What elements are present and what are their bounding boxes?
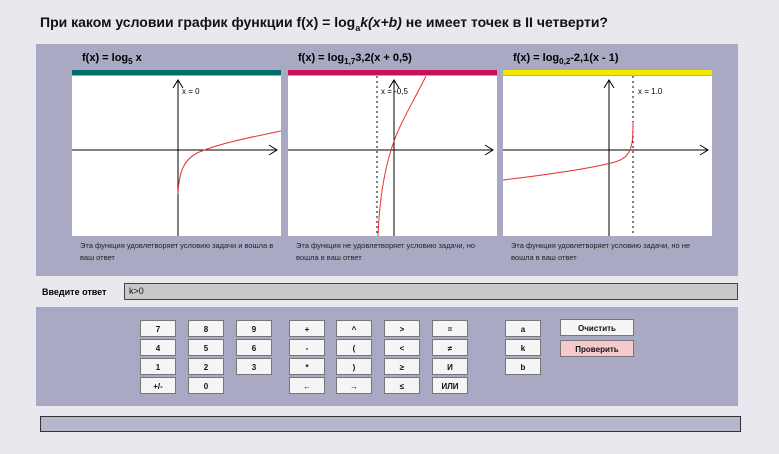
- graph-3-title-suffix: -2,1(x - 1): [570, 52, 619, 64]
- answer-input[interactable]: [124, 283, 738, 300]
- graph-3-plot: x = 1.0: [503, 76, 712, 236]
- graph-1-asymptote-label: x = 0: [182, 87, 200, 96]
- key-greater-equal-button[interactable]: ≥: [384, 358, 420, 375]
- key-left-arrow-button[interactable]: ←: [289, 377, 325, 394]
- graph-1-plot: x = 0: [72, 76, 281, 236]
- graph-3-asymptote-label: x = 1.0: [638, 87, 663, 96]
- graphs-panel: f(x) = log5 x x = 0 Эта функция удовлетв…: [36, 44, 738, 276]
- answer-label: Введите ответ: [42, 287, 107, 297]
- key-plus-button[interactable]: +: [289, 320, 325, 337]
- graph-2-plot: x = -0,5: [288, 76, 497, 236]
- graph-1-title-sub: 5: [128, 57, 133, 67]
- graph-3-svg: [503, 76, 709, 236]
- graph-2-color-bar: [288, 70, 497, 75]
- graph-2-title-suffix: 3,2(x + 0,5): [355, 52, 412, 64]
- key-plus-minus-button[interactable]: +/-: [140, 377, 176, 394]
- answer-row: Введите ответ: [36, 283, 738, 303]
- key-multiply-button[interactable]: *: [289, 358, 325, 375]
- key-k-button[interactable]: k: [505, 339, 541, 356]
- graph-3-title-sub: 0,2: [559, 57, 571, 67]
- status-bar: [40, 416, 741, 432]
- graph-3-curve: [503, 121, 634, 181]
- graph-3-color-bar: [503, 70, 712, 75]
- question-text-suffix: не имеет точек в II четверти?: [401, 14, 608, 30]
- key-a-button[interactable]: a: [505, 320, 541, 337]
- key-0-button[interactable]: 0: [188, 377, 224, 394]
- graph-2-asymptote-label: x = -0,5: [381, 87, 408, 96]
- question-text-sub: a: [355, 22, 361, 33]
- key-or-button[interactable]: ИЛИ: [432, 377, 468, 394]
- graph-1-caption: Эта функция удовлетворяет условию задачи…: [80, 241, 274, 262]
- key-open-paren-button[interactable]: (: [336, 339, 372, 356]
- key-4-button[interactable]: 4: [140, 339, 176, 356]
- key-less-button[interactable]: <: [384, 339, 420, 356]
- graph-1-x-arrow-icon: [268, 144, 278, 156]
- graph-1-title-suffix: x: [132, 52, 142, 64]
- graph-2-title: f(x) = log1,73,2(x + 0,5): [298, 52, 412, 66]
- graph-3-title: f(x) = log0,2-2,1(x - 1): [513, 52, 619, 66]
- key-8-button[interactable]: 8: [188, 320, 224, 337]
- graph-2-caption: Эта функция не удовлетворяет условию зад…: [296, 241, 476, 262]
- key-greater-button[interactable]: >: [384, 320, 420, 337]
- key-close-paren-button[interactable]: ): [336, 358, 372, 375]
- key-1-button[interactable]: 1: [140, 358, 176, 375]
- graph-2-curve: [377, 76, 427, 236]
- key-3-button[interactable]: 3: [236, 358, 272, 375]
- key-7-button[interactable]: 7: [140, 320, 176, 337]
- graph-2-title-prefix: f(x) = log: [298, 52, 345, 64]
- graph-1-svg: [72, 79, 281, 236]
- graph-3-title-prefix: f(x) = log: [513, 52, 560, 64]
- check-button[interactable]: Проверить: [560, 340, 634, 357]
- key-power-button[interactable]: ^: [336, 320, 372, 337]
- graph-2-y-arrow-icon: [388, 79, 400, 89]
- key-equals-button[interactable]: =: [432, 320, 468, 337]
- key-5-button[interactable]: 5: [188, 339, 224, 356]
- graph-1-title: f(x) = log5 x: [82, 52, 142, 66]
- graph-3-y-arrow-icon: [603, 79, 615, 89]
- question-title: При каком условии график функции f(x) = …: [40, 14, 608, 33]
- graph-3-x-arrow-icon: [699, 144, 709, 156]
- clear-button[interactable]: Очистить: [560, 319, 634, 336]
- key-right-arrow-button[interactable]: →: [336, 377, 372, 394]
- question-text-italic: k(x+b): [360, 14, 402, 30]
- key-2-button[interactable]: 2: [188, 358, 224, 375]
- graph-1-color-bar: [72, 70, 281, 75]
- key-not-equal-button[interactable]: ≠: [432, 339, 468, 356]
- key-less-equal-button[interactable]: ≤: [384, 377, 420, 394]
- graph-2-x-arrow-icon: [484, 144, 494, 156]
- key-minus-button[interactable]: -: [289, 339, 325, 356]
- keypad-panel: 7 8 9 4 5 6 1 2 3 +/- 0 + ^ - ( * ) ← → …: [36, 307, 738, 406]
- question-text-prefix: При каком условии график функции f(x) = …: [40, 14, 356, 30]
- graph-1-curve: [177, 130, 281, 195]
- graph-1-y-arrow-icon: [172, 79, 184, 89]
- key-b-button[interactable]: b: [505, 358, 541, 375]
- graph-2-title-sub: 1,7: [344, 57, 356, 67]
- key-6-button[interactable]: 6: [236, 339, 272, 356]
- key-9-button[interactable]: 9: [236, 320, 272, 337]
- key-and-button[interactable]: И: [432, 358, 468, 375]
- graph-1-title-prefix: f(x) = log: [82, 52, 129, 64]
- graph-2-svg: [288, 76, 494, 236]
- graph-3-caption: Эта функция удовлетворяет условию задачи…: [511, 241, 691, 262]
